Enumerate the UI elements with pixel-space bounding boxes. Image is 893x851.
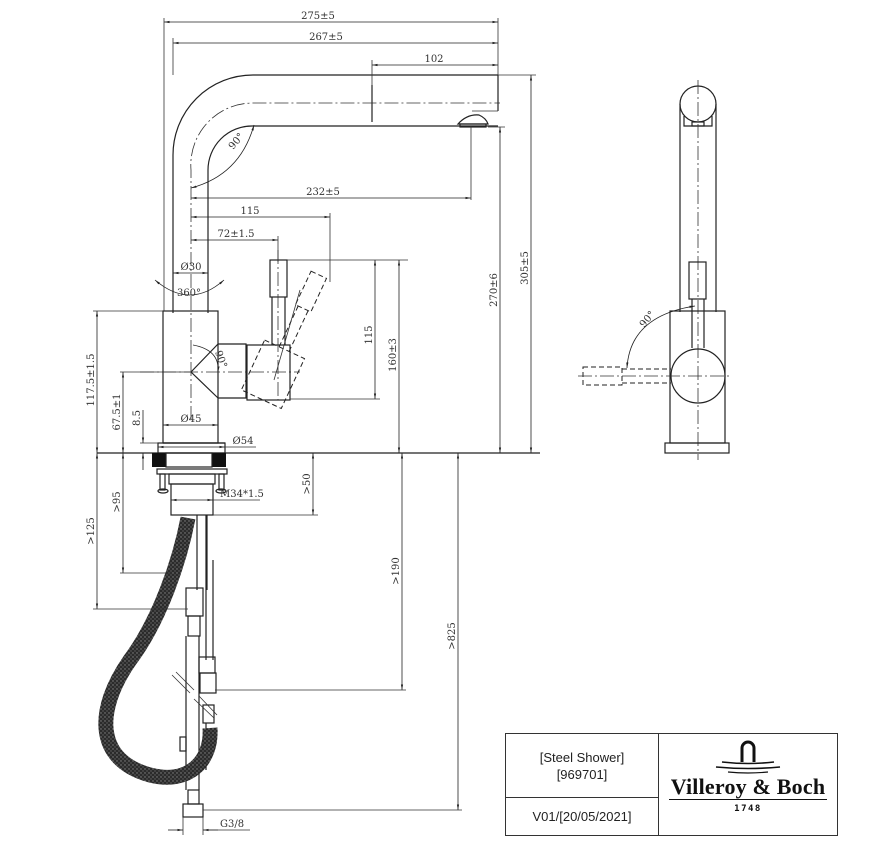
dim-aerator-length: 102 [424,54,443,65]
dim-spout-rotation: 360° [177,288,201,299]
dim-connection: G3/8 [220,819,244,830]
dim-front-lever-angle: 90° [638,309,658,330]
dim-overall-reach: 275±5 [301,11,335,22]
dim-shank-min-2: >125 [86,517,97,544]
dim-deck-thickness: >50 [302,473,313,494]
dim-aerator-height: 270±6 [489,273,500,307]
dim-hose-min-2: >825 [447,622,458,649]
fountain-logo-icon [715,740,781,774]
dim-body-height: 117.5±1.5 [86,354,97,407]
dim-base-diameter: Ø54 [233,436,254,447]
brand-name: Villeroy & Boch [668,774,828,800]
dim-handle-offset: 72±1.5 [217,229,254,240]
dim-shank-min-1: >95 [112,491,123,512]
front-view: 90° [578,80,730,460]
dimension-lines [93,18,536,835]
version-date: V01/[20/05/2021] [532,809,632,824]
dim-lever-axis-height: 67.5±1 [112,393,123,430]
title-block-info: [Steel Shower] [969701] V01/[20/05/2021] [506,734,659,835]
dim-body-diameter: Ø45 [181,414,202,425]
dim-lever-angle: 90° [212,349,228,369]
shower-hose [98,516,218,785]
aerator [456,114,489,125]
product-code: [969701] [556,766,608,782]
dim-spout-diameter: Ø30 [181,262,202,273]
dim-lever-top-height: 160±3 [388,338,399,372]
dim-hose-min-1: >190 [391,557,402,584]
dim-base-height: 8.5 [132,410,143,426]
product-name: [Steel Shower] [539,749,625,765]
dim-handle-reach: 115 [240,206,259,217]
product-info-cell: [Steel Shower] [969701] [506,734,658,798]
dim-spout-to-center: 232±5 [306,187,340,198]
dim-total-height: 305±5 [520,251,531,285]
dim-thread: M34*1.5 [220,489,264,500]
dimension-labels: 275±5 267±5 102 232±5 115 72±1.5 Ø30 360… [86,11,531,830]
brand-logo: Villeroy & Boch 1748 [659,734,837,835]
dim-lever-height: 115 [364,325,375,344]
title-block: [Steel Shower] [969701] V01/[20/05/2021]… [505,733,838,836]
deck-mount [152,442,228,516]
lever-handle [240,250,328,410]
brand-year: 1748 [734,804,762,814]
faucet-body [140,310,300,444]
dim-spout-reach: 267±5 [309,32,343,43]
side-view: 275±5 267±5 102 232±5 115 72±1.5 Ø30 360… [86,11,540,835]
